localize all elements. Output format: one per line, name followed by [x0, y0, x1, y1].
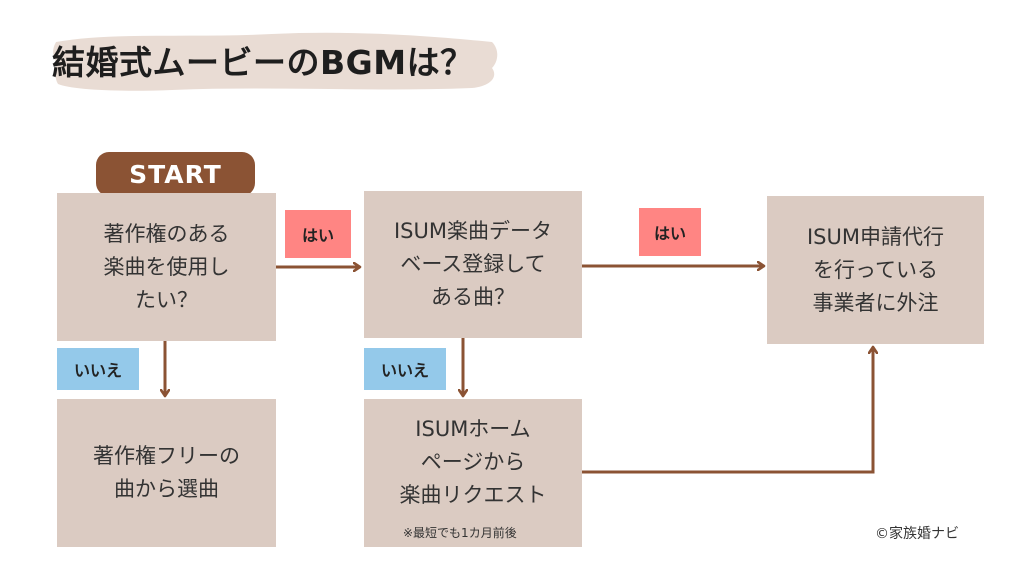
node-isum-request: ISUMホーム ページから 楽曲リクエスト	[364, 399, 582, 547]
node-text: ISUM楽曲データ	[393, 219, 552, 243]
node-text: ISUM申請代行	[806, 224, 944, 249]
node-text: 楽曲を使用し	[103, 254, 230, 279]
label-no-q1: いいえ	[57, 348, 139, 390]
node-text: ある曲？	[431, 285, 515, 309]
label-no-q2: いいえ	[364, 348, 446, 390]
node-text: 著作権のある	[103, 221, 230, 246]
title-brush-highlight	[53, 32, 498, 91]
label-yes-q2: はい	[639, 208, 701, 256]
node-text: 楽曲リクエスト	[399, 483, 547, 507]
node-text: ベース登録して	[400, 252, 546, 276]
node-text: 事業者に外注	[812, 290, 939, 315]
node-q1-copyrighted-music: 著作権のある 楽曲を使用し たい？	[57, 193, 276, 341]
node-q2-isum-database: ISUM楽曲データ ベース登録して ある曲？	[364, 191, 582, 338]
label-yes-q1: はい	[285, 210, 351, 258]
node-text: を行っている	[813, 257, 938, 282]
copyright-credit: ©家族婚ナビ	[875, 526, 959, 542]
node-text: 著作権フリーの	[93, 444, 240, 468]
arrow-request-to-outsource	[582, 347, 873, 474]
node-text: ISUMホーム	[415, 417, 531, 441]
request-note: ※最短でも1カ月前後	[403, 526, 517, 540]
node-text: ページから	[420, 450, 526, 474]
page-title: 結婚式ムービーのBGMは？	[52, 43, 474, 82]
node-royalty-free: 著作権フリーの 曲から選曲	[57, 399, 276, 547]
node-text: 曲から選曲	[114, 477, 219, 501]
node-outsource-agent: ISUM申請代行 を行っている 事業者に外注	[767, 196, 984, 344]
node-text: たい？	[135, 287, 198, 312]
start-badge: START	[96, 152, 255, 196]
